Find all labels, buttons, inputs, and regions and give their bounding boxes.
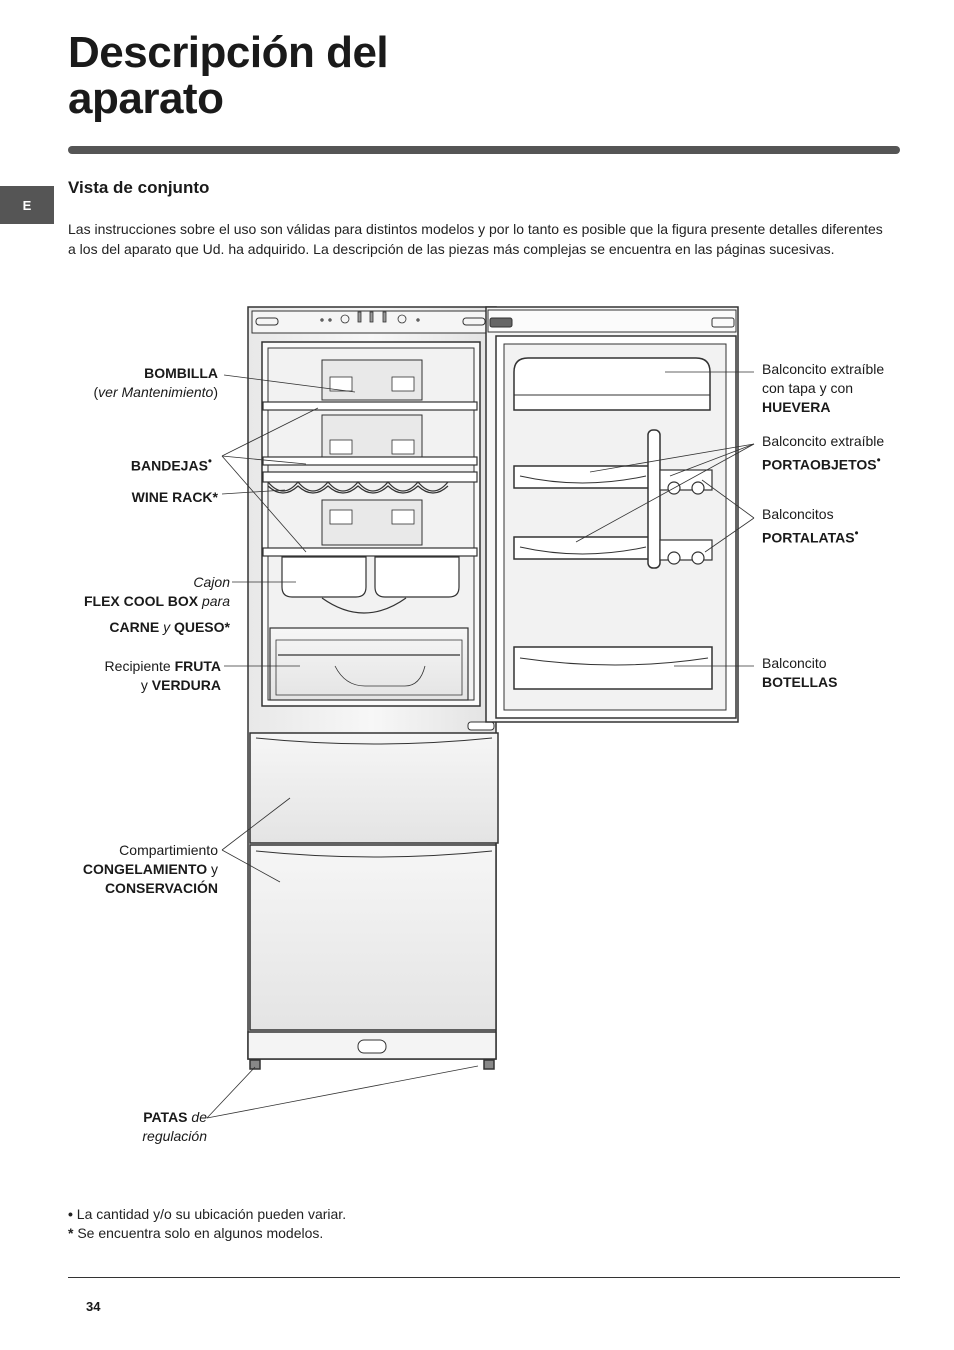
fridge-cabinet: [247, 306, 499, 1070]
label-portalatas: Balconcitos PORTALATAS•: [762, 506, 859, 546]
fruit-bin: [269, 627, 469, 701]
leader-lines: [206, 371, 755, 1119]
label-flex-cool-box: Cajon FLEX COOL BOX para CARNE y QUESO*: [83, 574, 230, 635]
footnotes: • La cantidad y/o su ubicación pueden va…: [68, 1205, 346, 1243]
footer-divider: [68, 1277, 900, 1278]
label-congelamiento: Compartimiento CONGELAMIENTO y CONSERVAC…: [82, 842, 218, 896]
language-tab: E: [0, 186, 54, 224]
label-botellas: Balconcito BOTELLAS: [762, 655, 838, 690]
page-title-line-1: Descripción del: [68, 28, 389, 77]
label-bombilla: BOMBILLA (ver Mantenimiento): [93, 365, 218, 400]
footnote-star: * Se encuentra solo en algunos modelos.: [68, 1225, 324, 1241]
label-huevera: Balconcito extraíble con tapa y con HUEV…: [762, 361, 885, 415]
label-wine-rack: WINE RACK*: [131, 489, 218, 505]
page-title-line-2: aparato: [68, 74, 224, 123]
wine-rack: [262, 471, 478, 494]
section-heading: Vista de conjunto: [68, 178, 210, 197]
title-divider: [68, 146, 900, 154]
fridge-door: [485, 306, 739, 723]
label-recipiente-fruta: Recipiente FRUTA y VERDURA: [104, 658, 221, 693]
flex-cool-box: [281, 556, 460, 614]
page-title: Descripción del aparato: [68, 28, 389, 123]
label-portaobjetos: Balconcito extraíble PORTAOBJETOS•: [762, 433, 885, 473]
page-number: 34: [86, 1299, 101, 1314]
footnote-dot: • La cantidad y/o su ubicación pueden va…: [68, 1206, 347, 1222]
label-patas: PATAS de regulación: [142, 1109, 207, 1144]
intro-paragraph: Las instrucciones sobre el uso son válid…: [68, 221, 883, 257]
label-bandejas: BANDEJAS•: [130, 455, 212, 474]
